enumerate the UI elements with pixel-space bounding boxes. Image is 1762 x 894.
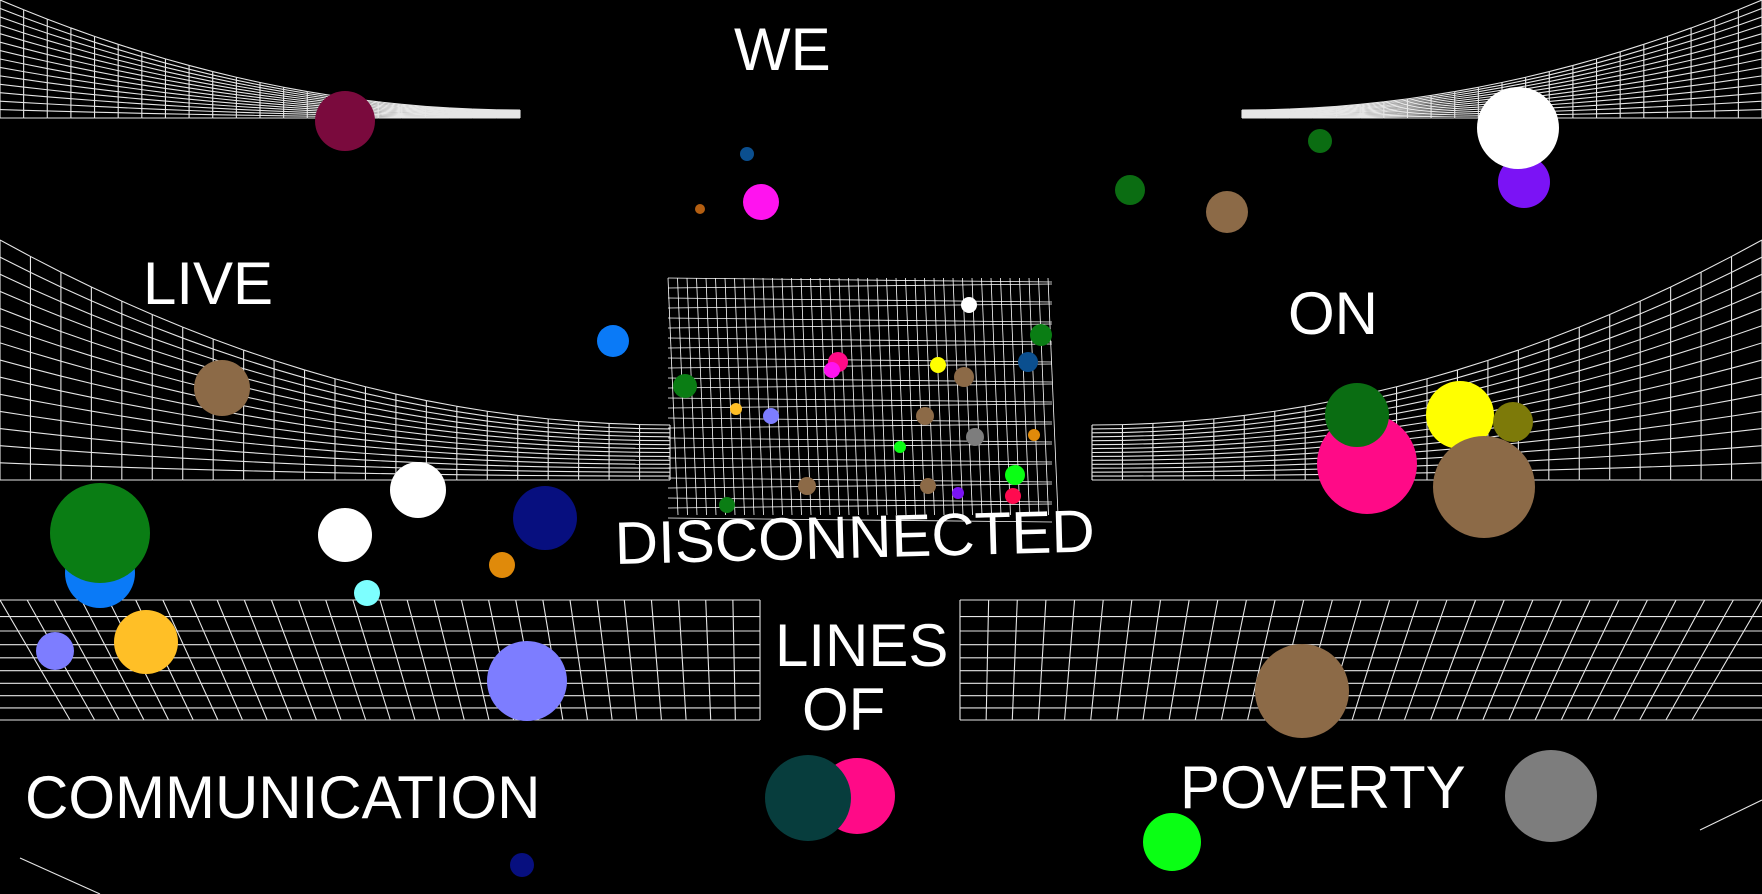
decorative-circle [1493, 402, 1533, 442]
decorative-circle [510, 853, 534, 877]
decorative-circle [50, 483, 150, 583]
decorative-circle [966, 428, 984, 446]
decorative-circle [1206, 191, 1248, 233]
decorative-circle [695, 204, 705, 214]
decorative-circle [194, 360, 250, 416]
decorative-circle [36, 632, 74, 670]
decorative-circle [1325, 383, 1389, 447]
decorative-circle [798, 477, 816, 495]
word-communication: COMMUNICATION [25, 764, 541, 831]
word-poverty: POVERTY [1180, 754, 1466, 821]
decorative-circle [1005, 488, 1021, 504]
decorative-circle [740, 147, 754, 161]
decorative-circle [961, 297, 977, 313]
word-on: ON [1288, 280, 1378, 347]
decorative-circle [930, 357, 946, 373]
colored-circles-layer [36, 87, 1597, 877]
word-disconnected: DISCONNECTED [613, 497, 1096, 577]
decorative-circle [952, 487, 964, 499]
decorative-circle [719, 497, 735, 513]
decorative-circle [954, 367, 974, 387]
decorative-circle [673, 374, 697, 398]
decorative-circle [1005, 465, 1025, 485]
decorative-circle [765, 755, 851, 841]
decorative-circle [743, 184, 779, 220]
word-of: OF [802, 676, 886, 743]
decorative-circle [1143, 813, 1201, 871]
decorative-circle [1308, 129, 1332, 153]
decorative-circle [1030, 324, 1052, 346]
decorative-circle [1477, 87, 1559, 169]
decorative-circle [1426, 381, 1494, 449]
decorative-circle [1505, 750, 1597, 842]
decorative-circle [487, 641, 567, 721]
decorative-circle [114, 610, 178, 674]
word-lines: LINES [775, 612, 949, 679]
decorative-circle [920, 478, 936, 494]
center-collage-grid [667, 277, 1059, 523]
decorative-circle [763, 408, 779, 424]
decorative-circle [390, 462, 446, 518]
decorative-circle [513, 486, 577, 550]
decorative-circle [1498, 156, 1550, 208]
decorative-circle [1018, 352, 1038, 372]
decorative-circle [894, 441, 906, 453]
decorative-circle [1433, 436, 1535, 538]
decorative-circle [489, 552, 515, 578]
decorative-circle [730, 403, 742, 415]
decorative-circle [916, 407, 934, 425]
decorative-circle [597, 325, 629, 357]
decorative-circle [1115, 175, 1145, 205]
word-we: WE [734, 16, 831, 83]
word-live: LIVE [143, 250, 274, 317]
decorative-circle [1255, 644, 1349, 738]
decorative-circle [315, 91, 375, 151]
decorative-circle [354, 580, 380, 606]
decorative-circle [318, 508, 372, 562]
decorative-circle [1028, 429, 1040, 441]
decorative-circle [824, 362, 840, 378]
